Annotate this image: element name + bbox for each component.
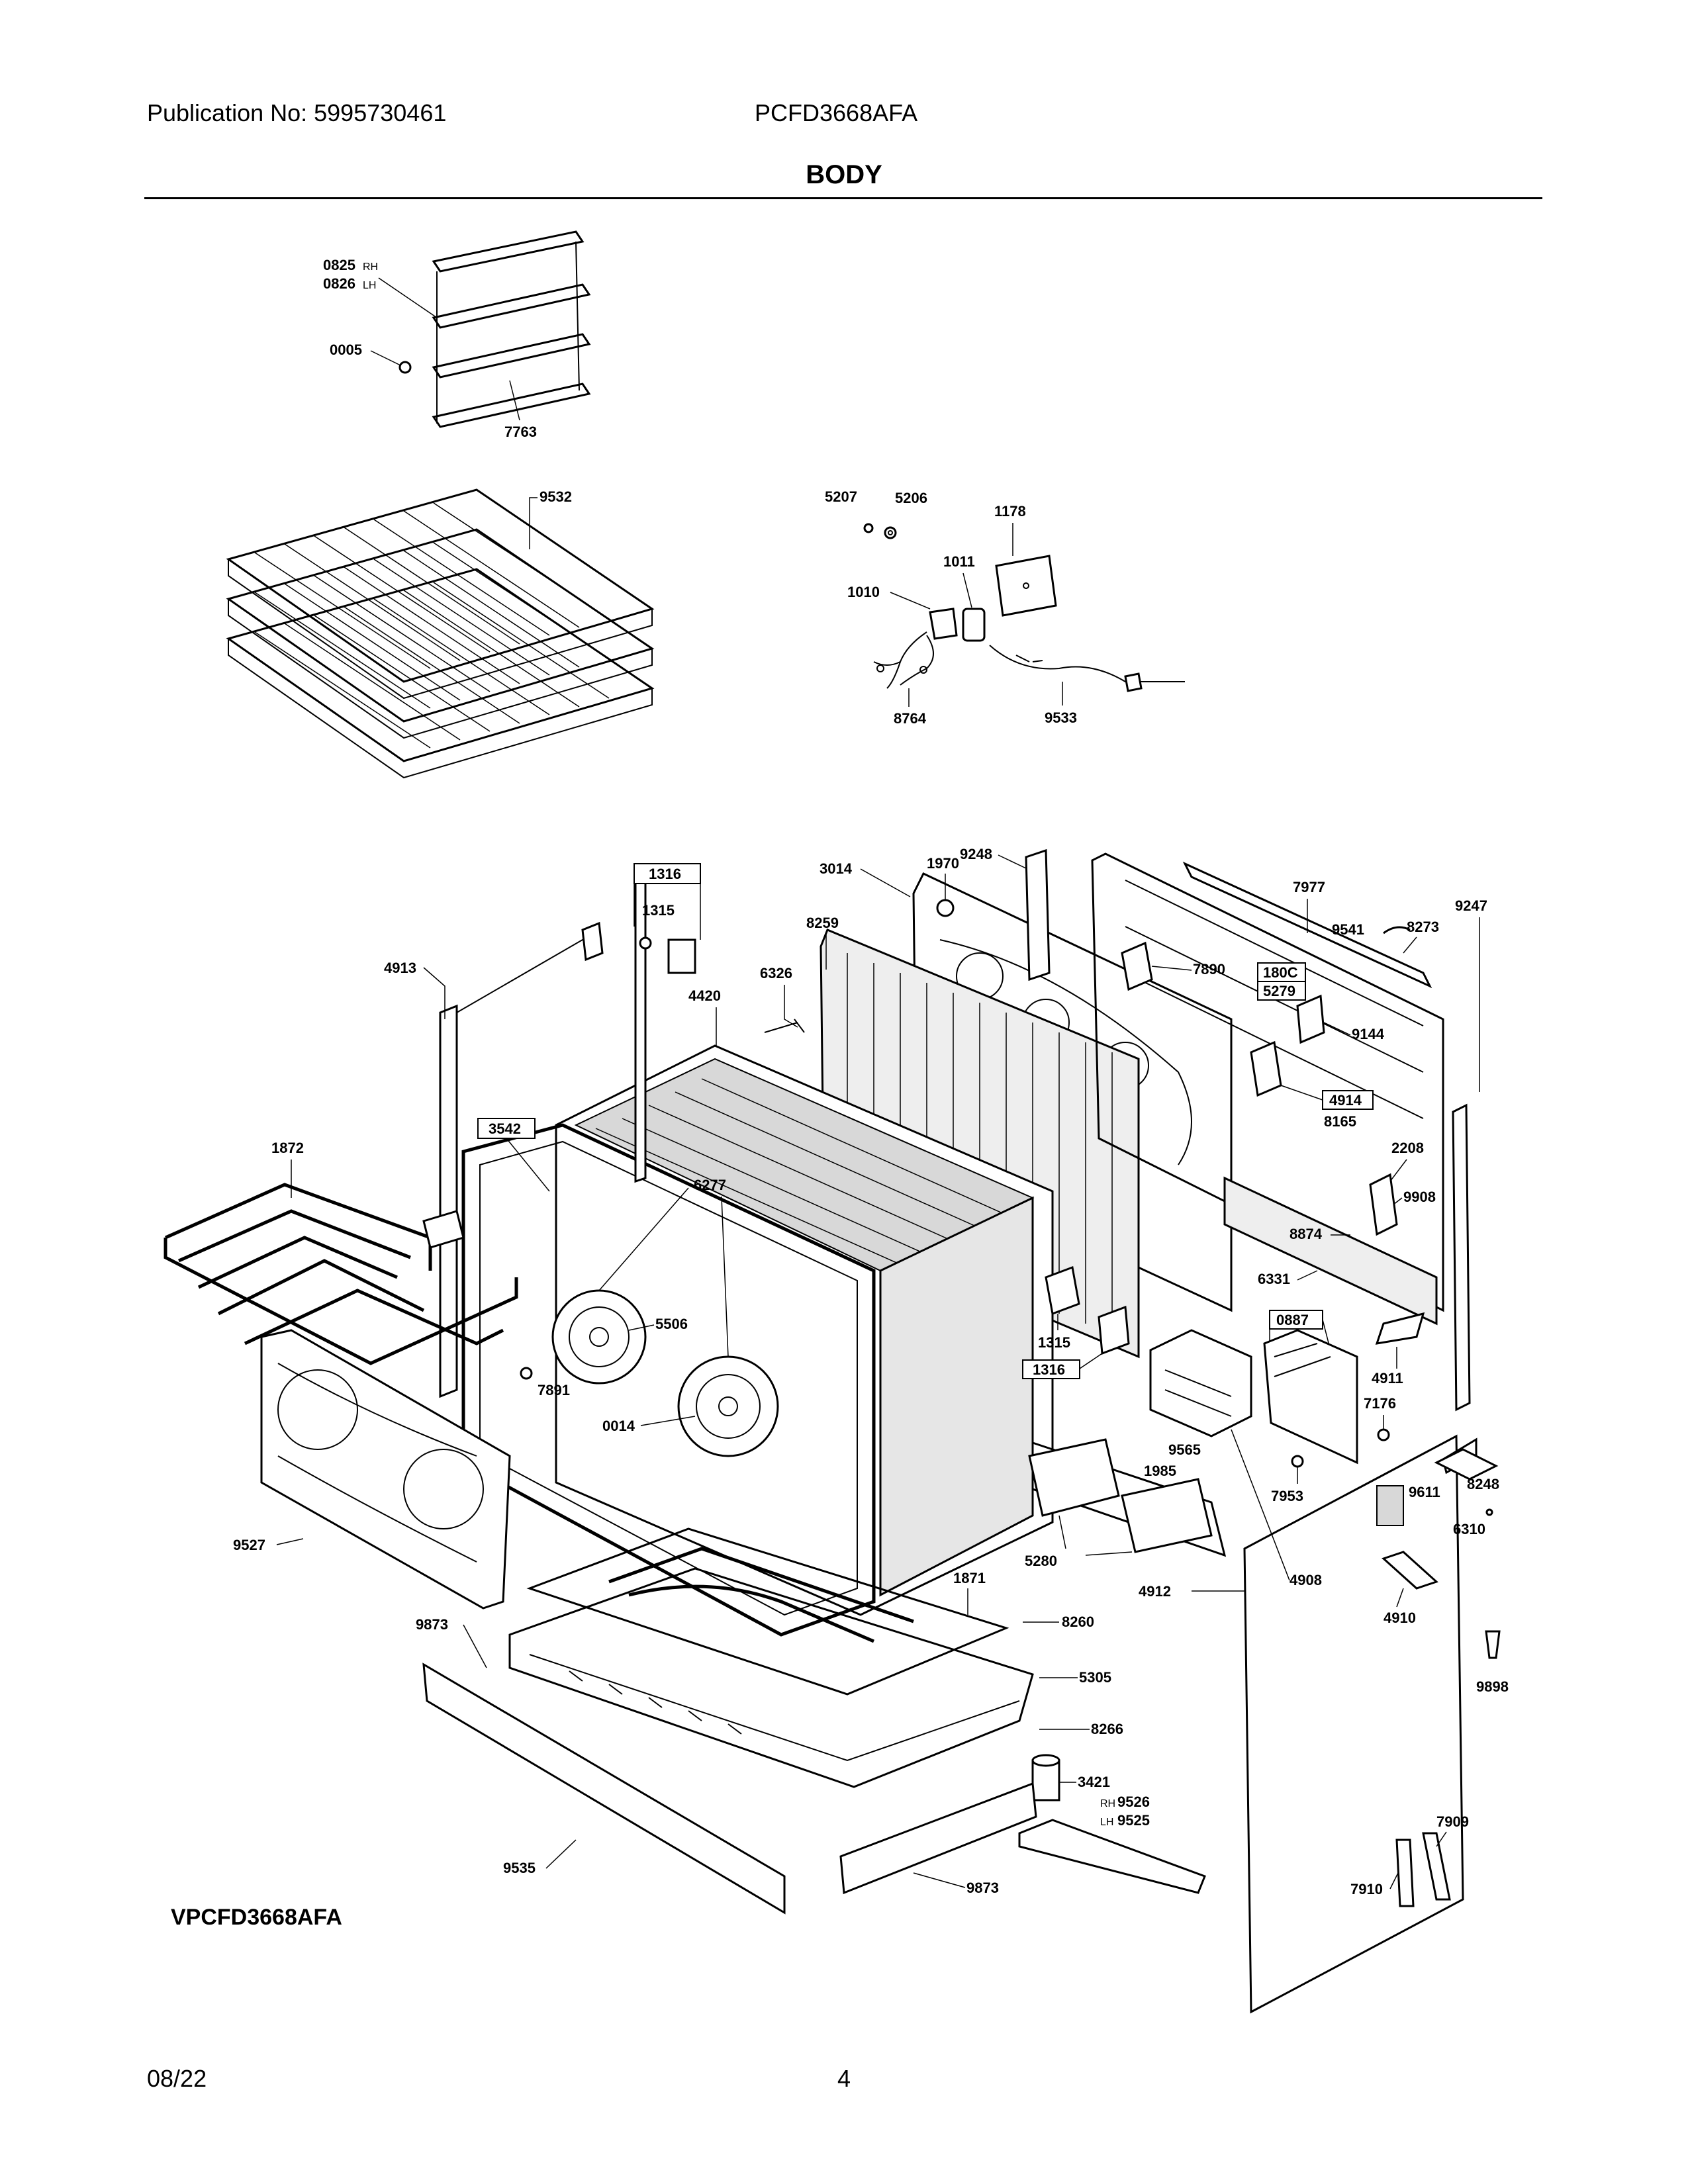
- label-5305: 5305: [1079, 1669, 1111, 1686]
- label-8259: 8259: [806, 915, 839, 931]
- label-9525: 9525: [1117, 1812, 1150, 1829]
- header-rule: [144, 197, 1542, 199]
- label-8266: 8266: [1091, 1721, 1123, 1737]
- label-9873b: 9873: [966, 1880, 999, 1896]
- label-0005: 0005: [330, 341, 362, 358]
- oven-racks-drawing: [226, 488, 655, 779]
- label-7910: 7910: [1350, 1881, 1383, 1897]
- label-9908: 9908: [1403, 1189, 1436, 1205]
- label-box-4914: [1322, 1090, 1374, 1110]
- label-9611: 9611: [1409, 1484, 1440, 1500]
- label-8273: 8273: [1407, 919, 1439, 935]
- oven-cavity-drawing: [461, 872, 1233, 1637]
- rack-support-drawing: [399, 230, 591, 428]
- label-1315b: 1315: [1038, 1334, 1070, 1351]
- label-9527: 9527: [233, 1537, 265, 1553]
- label-180c: 180C: [1263, 964, 1298, 981]
- label-5207: 5207: [825, 488, 857, 505]
- label-9541: 9541: [1332, 921, 1364, 938]
- label-5206: 5206: [895, 490, 927, 506]
- label-2208: 2208: [1391, 1140, 1424, 1156]
- label-4914: 4914: [1329, 1092, 1362, 1109]
- page-number: 4: [837, 2065, 851, 2092]
- label-box-180c: [1257, 962, 1306, 982]
- label-9248: 9248: [960, 846, 992, 862]
- label-7977: 7977: [1293, 879, 1325, 895]
- label-0826: 0826: [323, 275, 355, 292]
- label-9565: 9565: [1168, 1441, 1201, 1458]
- label-3014: 3014: [820, 860, 853, 877]
- label-6326: 6326: [760, 965, 792, 981]
- label-box-0887: [1269, 1310, 1323, 1330]
- label-lh: LH: [363, 280, 376, 291]
- label-8260: 8260: [1062, 1614, 1094, 1630]
- label-lh-2: LH: [1100, 1817, 1113, 1828]
- label-7891: 7891: [538, 1382, 570, 1398]
- label-6310: 6310: [1453, 1521, 1485, 1537]
- label-0014: 0014: [602, 1418, 635, 1434]
- broil-element-drawing: [164, 1183, 518, 1365]
- label-1011: 1011: [943, 553, 975, 570]
- label-rh-2: RH: [1100, 1798, 1115, 1809]
- bake-element-drawing: [508, 1527, 1034, 1788]
- label-9533: 9533: [1045, 709, 1077, 726]
- publication-number: Publication No: 5995730461: [147, 99, 447, 126]
- label-9898: 9898: [1476, 1678, 1509, 1695]
- label-6331: 6331: [1258, 1271, 1290, 1287]
- label-6277: 6277: [694, 1177, 726, 1193]
- label-8248: 8248: [1467, 1476, 1499, 1492]
- label-3421: 3421: [1078, 1774, 1110, 1790]
- label-3542: 3542: [489, 1120, 521, 1137]
- label-1316b: 1316: [1033, 1361, 1065, 1378]
- label-5280: 5280: [1025, 1553, 1057, 1569]
- label-box-1316b: [1022, 1359, 1080, 1379]
- label-box-5279: [1257, 981, 1306, 1001]
- label-9873a: 9873: [416, 1616, 448, 1633]
- label-box-3542: [477, 1118, 536, 1139]
- label-5506: 5506: [655, 1316, 688, 1332]
- label-9144: 9144: [1352, 1026, 1385, 1042]
- label-4911: 4911: [1372, 1370, 1403, 1387]
- label-1178: 1178: [994, 503, 1026, 520]
- label-9526: 9526: [1117, 1794, 1150, 1810]
- label-0825: 0825: [323, 257, 355, 273]
- label-9247: 9247: [1455, 897, 1487, 914]
- label-4420: 4420: [688, 987, 721, 1004]
- label-7763: 7763: [504, 424, 537, 440]
- label-9532: 9532: [539, 488, 572, 505]
- label-4910: 4910: [1383, 1610, 1416, 1626]
- label-1985: 1985: [1144, 1463, 1176, 1479]
- convection-cover-drawing: [260, 1329, 511, 1610]
- label-4913: 4913: [384, 960, 416, 976]
- model-number: PCFD3668AFA: [755, 99, 918, 126]
- probe-and-wiring-drawing: [863, 523, 1185, 692]
- label-8165: 8165: [1324, 1113, 1356, 1130]
- label-4912: 4912: [1139, 1583, 1171, 1600]
- label-1316a: 1316: [649, 866, 681, 882]
- label-1315a: 1315: [642, 902, 675, 919]
- variant-model: VPCFD3668AFA: [171, 1905, 342, 1930]
- page-title: BODY: [806, 160, 882, 189]
- label-7176: 7176: [1364, 1395, 1396, 1412]
- label-4908: 4908: [1289, 1572, 1322, 1588]
- label-1010: 1010: [847, 584, 880, 600]
- label-8874: 8874: [1289, 1226, 1323, 1242]
- label-0887: 0887: [1276, 1312, 1309, 1328]
- label-rh: RH: [363, 261, 378, 273]
- label-7890: 7890: [1193, 961, 1225, 978]
- label-5279: 5279: [1263, 983, 1295, 999]
- label-7953: 7953: [1271, 1488, 1303, 1504]
- label-1970: 1970: [927, 855, 959, 872]
- label-1872: 1872: [271, 1140, 304, 1156]
- publication-date: 08/22: [147, 2065, 207, 2092]
- label-7909: 7909: [1436, 1813, 1469, 1830]
- label-9535: 9535: [503, 1860, 536, 1876]
- label-8764: 8764: [894, 710, 927, 727]
- label-1871: 1871: [953, 1570, 986, 1586]
